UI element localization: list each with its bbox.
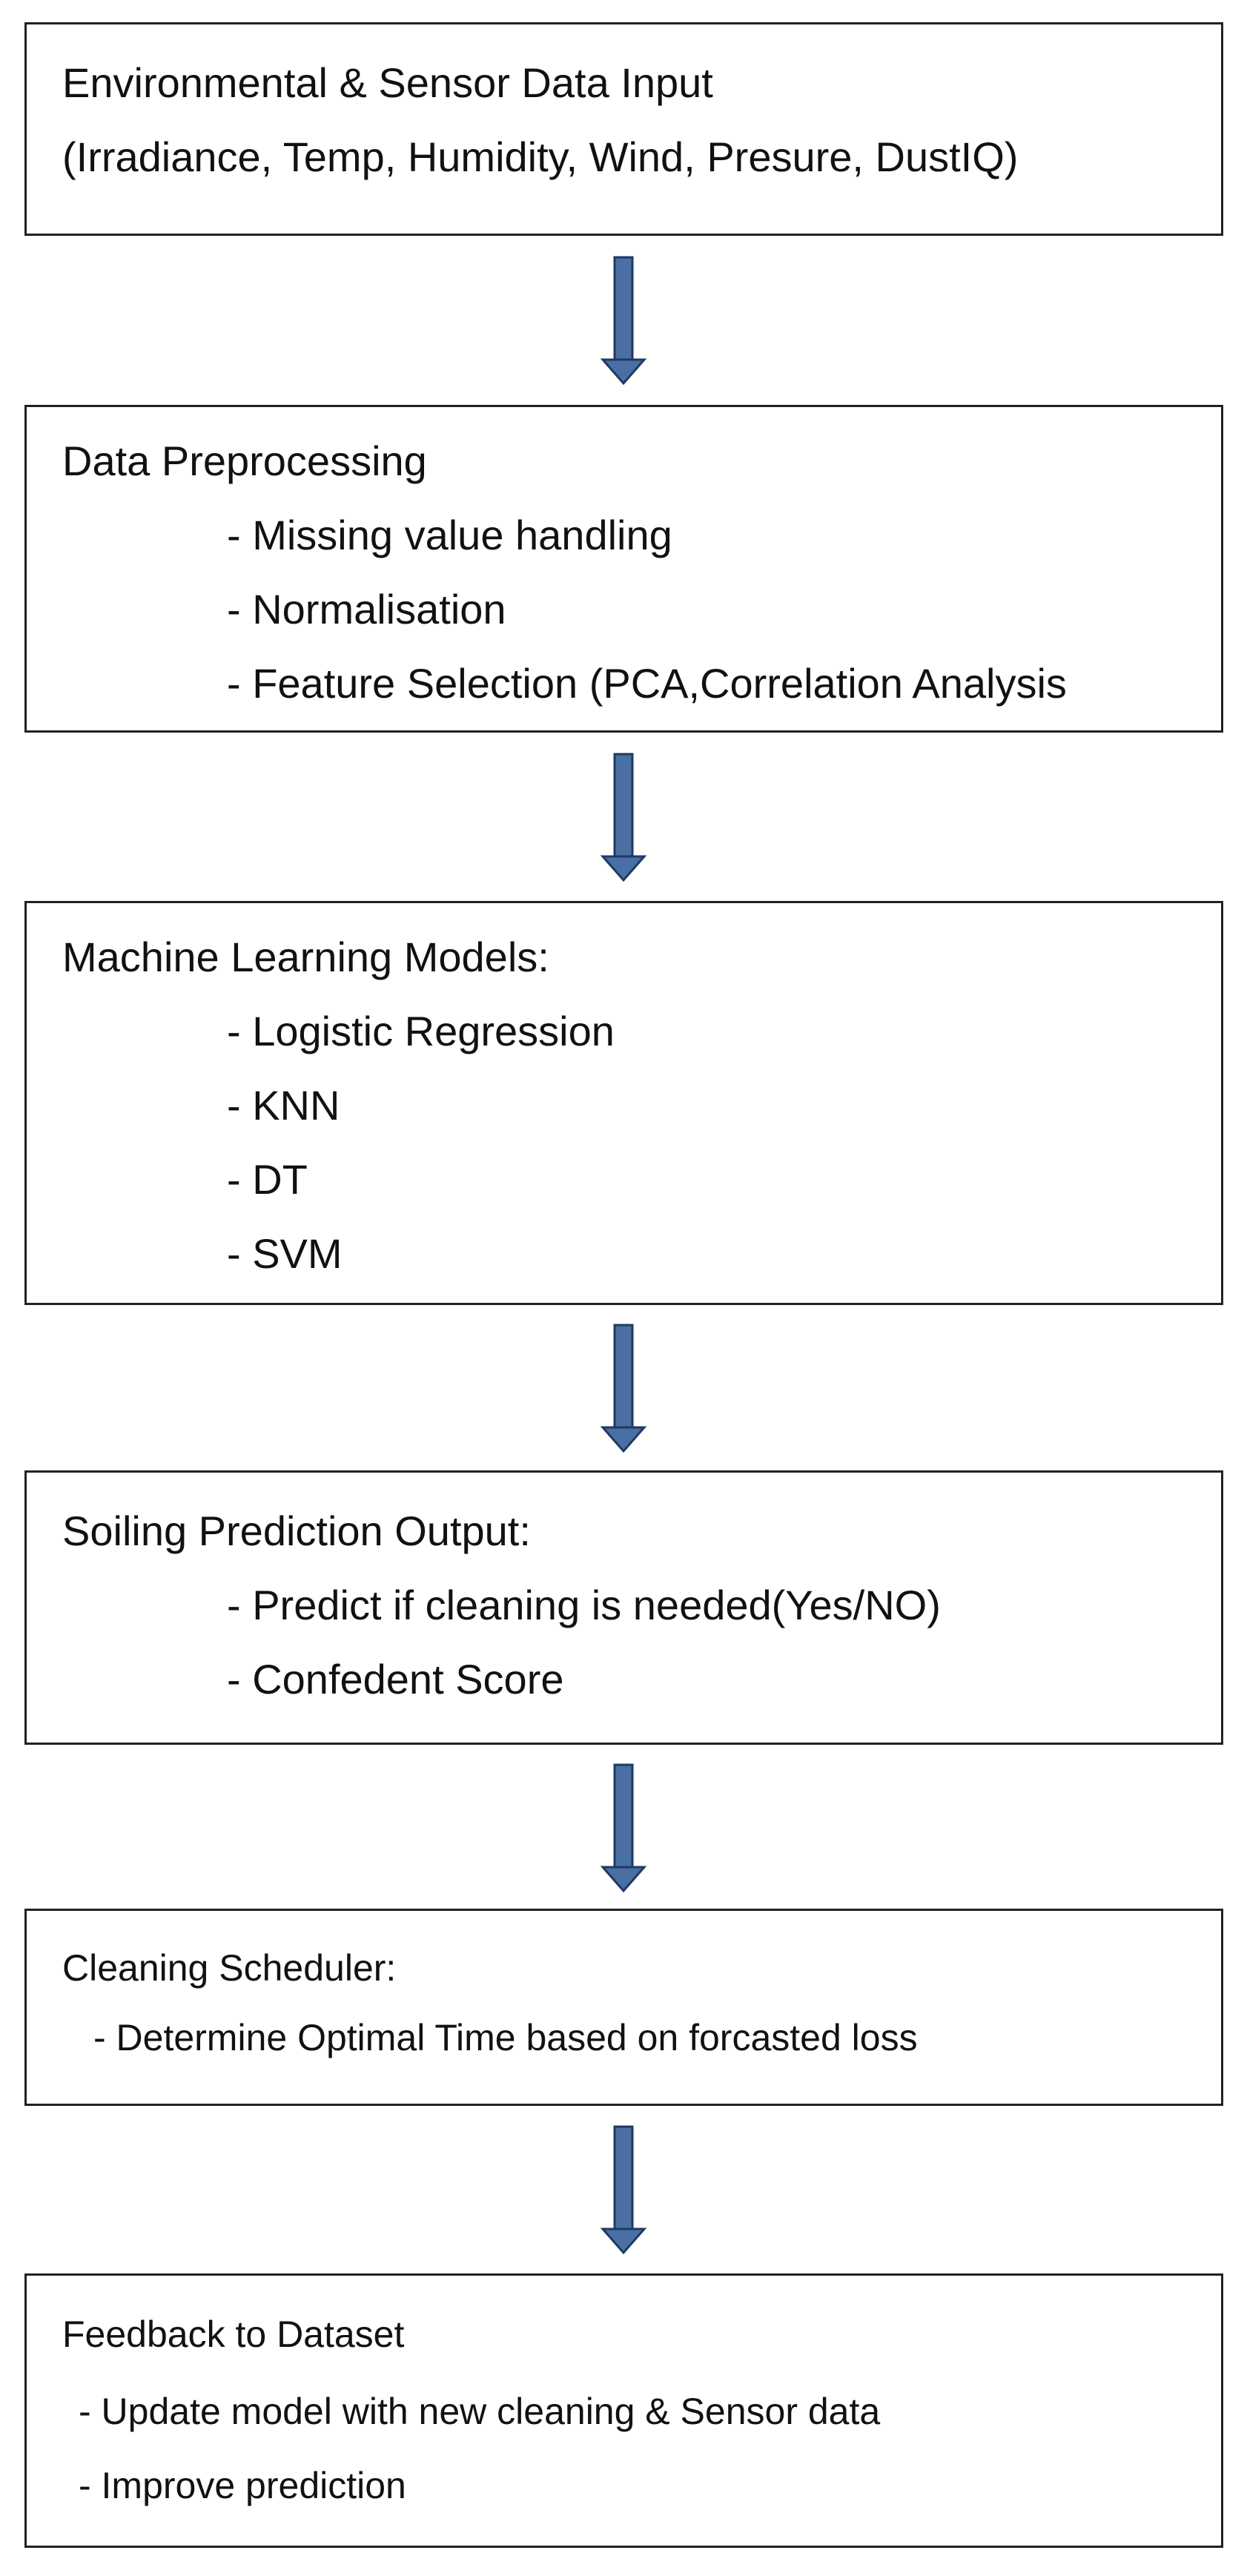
down-arrow-icon: [600, 256, 647, 386]
step-line: - Determine Optimal Time based on forcas…: [93, 2017, 918, 2058]
step-line: - Normalisation: [227, 586, 506, 633]
step-line: - Feature Selection (PCA,Correlation Ana…: [227, 660, 1067, 707]
step-title: Environmental & Sensor Data Input: [62, 59, 713, 106]
down-arrow-icon: [600, 1324, 647, 1453]
step-feedback: Feedback to Dataset - Update model with …: [24, 2273, 1223, 2548]
step-data-input: Environmental & Sensor Data Input (Irrad…: [24, 22, 1223, 236]
step-title: Soiling Prediction Output:: [62, 1507, 531, 1554]
step-line: - Predict if cleaning is needed(Yes/NO): [227, 1582, 941, 1628]
step-title: Cleaning Scheduler:: [62, 1947, 397, 1989]
step-title: Machine Learning Models:: [62, 934, 549, 980]
step-title: Data Preprocessing: [62, 437, 427, 484]
down-arrow-icon: [600, 2125, 647, 2255]
down-arrow-icon: [600, 1763, 647, 1893]
step-line: - Missing value handling: [227, 512, 672, 558]
step-ml-models: Machine Learning Models: - Logistic Regr…: [24, 901, 1223, 1305]
step-preprocessing: Data Preprocessing - Missing value handl…: [24, 405, 1223, 733]
step-line: - Improve prediction: [79, 2465, 406, 2506]
step-line: - KNN: [227, 1082, 340, 1129]
step-line: - DT: [227, 1156, 308, 1203]
step-title: Feedback to Dataset: [62, 2314, 405, 2355]
step-line: - SVM: [227, 1230, 343, 1277]
step-line: (Irradiance, Temp, Humidity, Wind, Presu…: [62, 133, 1019, 180]
step-cleaning-scheduler: Cleaning Scheduler: - Determine Optimal …: [24, 1909, 1223, 2106]
step-line: - Confedent Score: [227, 1656, 564, 1703]
step-prediction-output: Soiling Prediction Output: - Predict if …: [24, 1470, 1223, 1745]
down-arrow-icon: [600, 753, 647, 882]
step-line: - Logistic Regression: [227, 1008, 615, 1054]
step-line: - Update model with new cleaning & Senso…: [79, 2391, 881, 2432]
